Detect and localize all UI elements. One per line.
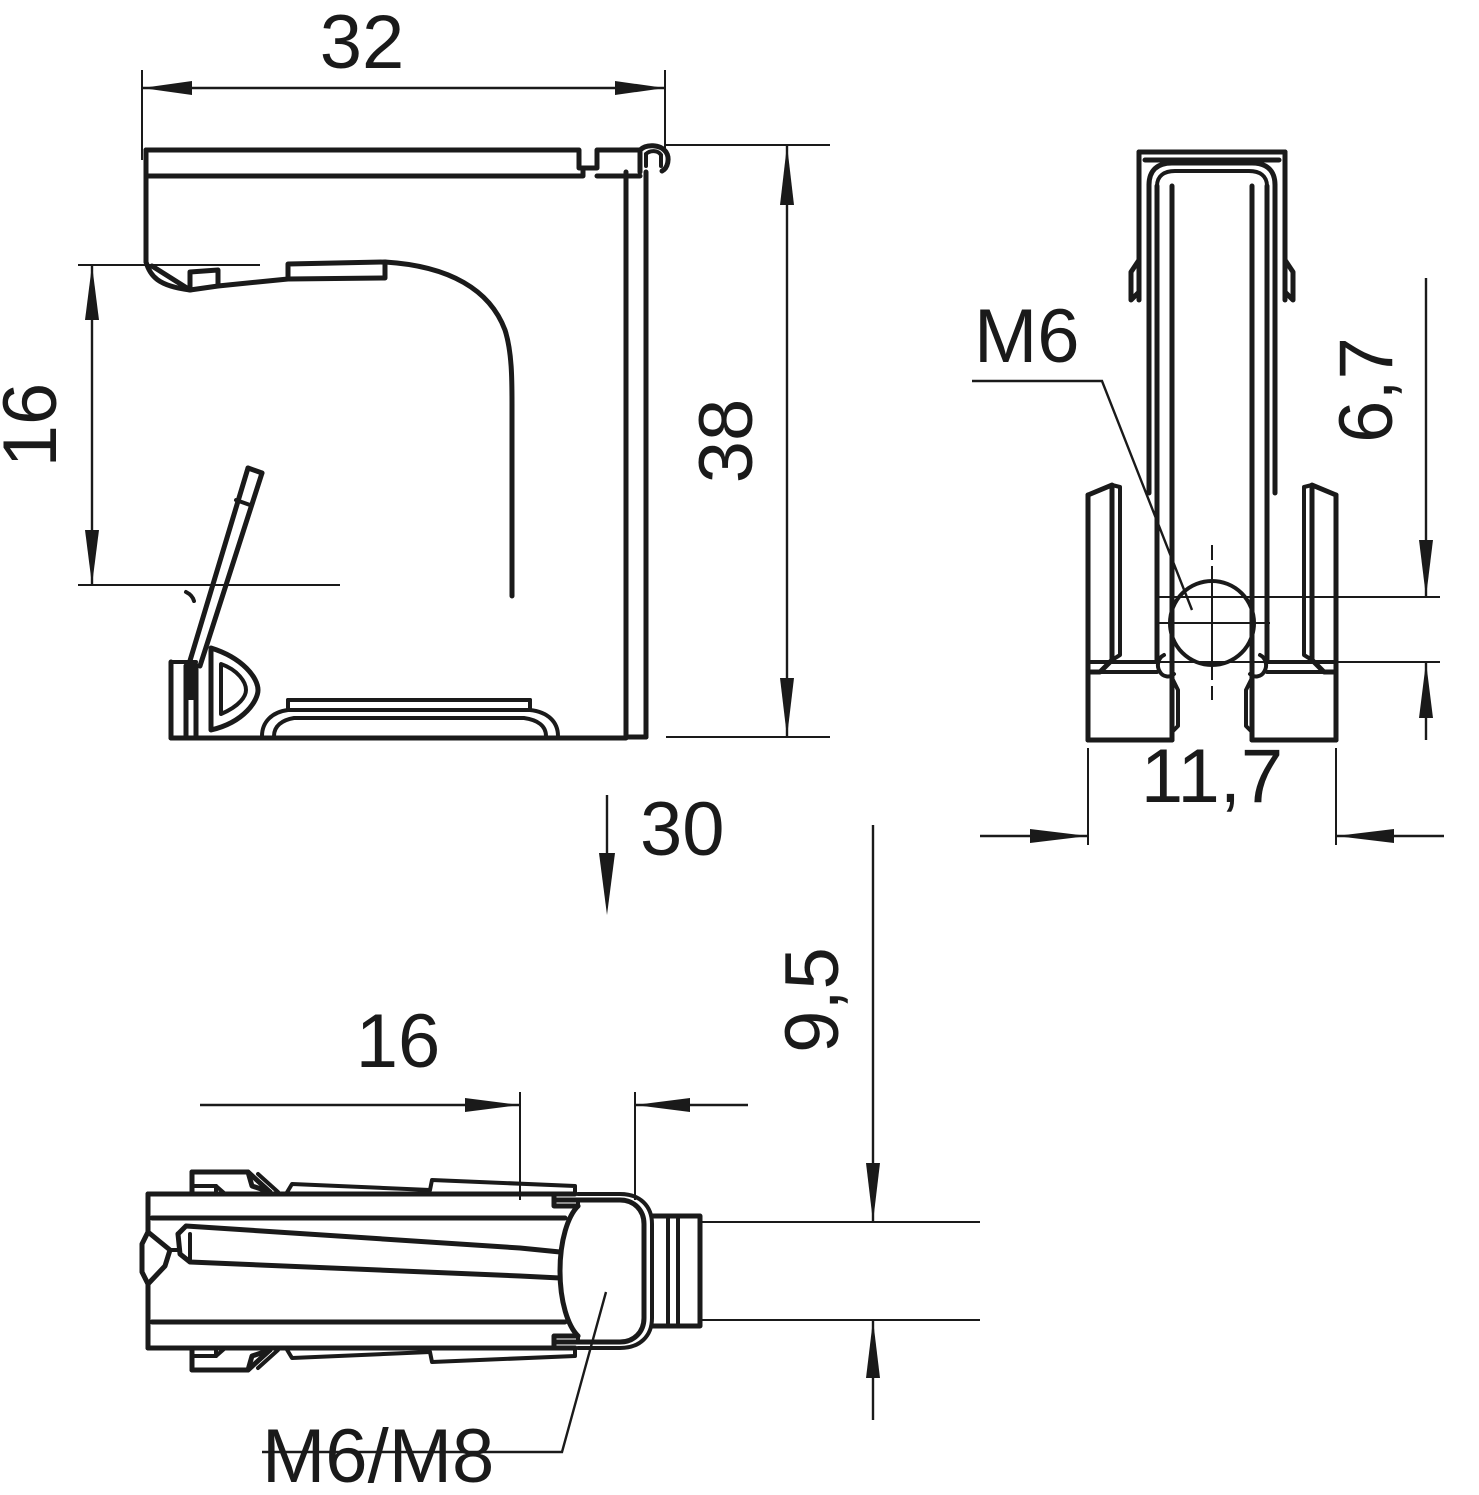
left-spring-arm: [184, 465, 265, 669]
center-axis-lines: [1155, 596, 1440, 663]
dimension-label-16-bottom: 16: [356, 999, 441, 1084]
plan-left-notch: [145, 1229, 180, 1287]
lower-left-vertical-plate: [168, 659, 199, 741]
channel-inner-top: [1146, 160, 1278, 188]
d-shaped-detail: [208, 645, 261, 733]
plan-lower-tab: [189, 1345, 280, 1373]
extension-lines-32: [141, 70, 666, 160]
callout-label-m6: M6: [974, 294, 1080, 379]
base-emboss-detail: [260, 698, 560, 738]
channel-outer-profile: [1136, 149, 1288, 179]
dimension-9-5: [866, 825, 880, 1420]
clamp-top-plate: [143, 147, 643, 265]
dimension-label-38: 38: [684, 399, 769, 484]
clamp-back-leg: [623, 169, 649, 740]
front-section-view: [972, 149, 1444, 845]
dimension-6-7: [1419, 278, 1433, 740]
plan-threaded-boss: [551, 1191, 654, 1351]
plan-right-flange: [649, 1213, 703, 1329]
plan-upper-tab: [189, 1169, 280, 1197]
dimension-label-6-7: 6,7: [1324, 337, 1409, 443]
channel-side-walls: [1136, 173, 1288, 743]
bottom-plan-view: [139, 825, 980, 1454]
lower-hook-right: [1249, 482, 1339, 743]
inner-bottom-hooks: [1155, 653, 1269, 734]
clamp-body-curve: [382, 259, 515, 599]
lower-hook-left: [1085, 482, 1175, 743]
callout-leader-m6: [972, 379, 1194, 611]
dimension-label-9-5: 9,5: [770, 947, 855, 1053]
callout-label-m6-m8: M6/M8: [262, 1414, 494, 1495]
dimension-label-11-7: 11,7: [1141, 734, 1283, 819]
rolled-edge-detail: [637, 143, 671, 175]
plan-main-body: [139, 1191, 578, 1351]
annotation-label-30: 30: [640, 787, 725, 872]
serrated-spring-tongue: [143, 259, 388, 293]
plan-axis-lines: [700, 1221, 980, 1321]
spring-barbs: [1128, 257, 1296, 303]
dimension-label-16-left: 16: [0, 383, 73, 468]
plan-serrations: [284, 1178, 577, 1364]
side-elevation-view: [78, 70, 830, 741]
load-arrow-30: [599, 795, 615, 915]
callout-leader-m6-m8: [262, 1291, 608, 1454]
dimension-16-left: [78, 264, 340, 586]
dimension-label-32: 32: [320, 0, 405, 85]
dimension-line-32: [142, 81, 665, 95]
dimension-16-bottom: [200, 1092, 748, 1200]
plan-spring-tongue: [175, 1223, 563, 1281]
dimension-38-right: [666, 144, 830, 738]
dimension-11-7: [980, 748, 1444, 845]
